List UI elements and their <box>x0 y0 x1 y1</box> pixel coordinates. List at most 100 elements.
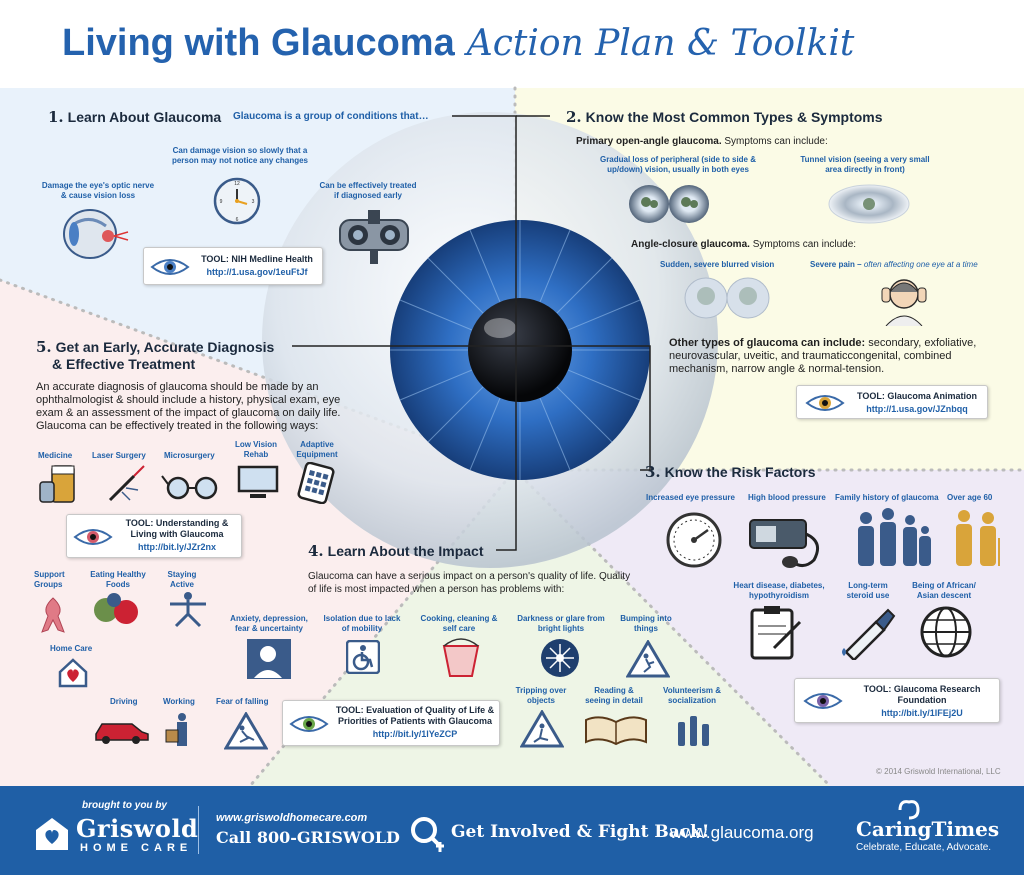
tool-link[interactable]: http://bit.ly/JZr2nx <box>137 542 216 552</box>
section-5-title-line2: & Effective Treatment <box>52 356 196 372</box>
label-bumping: Bumping into things <box>620 614 672 633</box>
label-blurred-vision: Sudden, severe blurred vision <box>660 260 775 269</box>
eye-icon <box>150 259 190 275</box>
tool-card-understanding[interactable]: TOOL: Understanding & Living with Glauco… <box>66 514 242 558</box>
caringtimes-brand: CaringTimes <box>856 817 1000 841</box>
label-support-groups: Support Groups <box>34 570 65 589</box>
clipboard-icon <box>750 606 802 660</box>
tool-card-research-foundation[interactable]: TOOL: Glaucoma Research Foundation http:… <box>794 678 1000 723</box>
awareness-ribbon-icon <box>41 597 65 633</box>
griswold-web-link[interactable]: www.griswoldhomecare.com <box>216 812 368 824</box>
blood-pressure-cuff-icon <box>749 519 820 568</box>
glaucoma-org-link[interactable]: www.glaucoma.org <box>670 823 814 842</box>
tool-title: TOOL: Evaluation of Quality of Life & Pr… <box>335 705 495 726</box>
footer-divider <box>198 806 199 854</box>
tool-link[interactable]: http://bit.ly/1lFEj2U <box>881 708 963 718</box>
tool-card-nih[interactable]: TOOL: NIH Medline Health http://1.usa.go… <box>143 247 323 285</box>
griswold-phone[interactable]: Call 800-GRISWOLD <box>216 828 400 847</box>
label-medicine: Medicine <box>38 451 73 460</box>
tool-link[interactable]: http://1.usa.gov/JZnbqq <box>866 404 968 414</box>
label-steroid-use: Long-term steroid use <box>846 581 890 600</box>
connector-lines <box>292 115 651 551</box>
yoga-person-icon <box>170 592 206 628</box>
svg-text:9: 9 <box>220 199 223 205</box>
label-isolation: Isolation due to lack of mobility <box>323 614 401 633</box>
worker-icon <box>165 713 187 746</box>
eye-icon <box>805 395 845 411</box>
impact-intro: Glaucoma can have a serious impact on a … <box>308 571 631 595</box>
label-eating-healthy: Eating Healthy Foods <box>90 570 146 589</box>
label-cooking: Cooking, cleaning & self care <box>420 614 498 633</box>
label-driving: Driving <box>110 697 138 706</box>
adaptive-keypad-icon <box>297 462 335 504</box>
computer-monitor-icon <box>237 465 279 498</box>
caringtimes-tagline: Celebrate, Educate, Advocate. <box>856 842 992 853</box>
eye-icon <box>73 529 113 545</box>
home-heart-icon <box>58 658 88 688</box>
label-darkness: Darkness or glare from bright lights <box>517 614 605 633</box>
label-staying-active: Staying Active <box>167 570 197 589</box>
label-tunnel-vision: Tunnel vision (seeing a very small area … <box>800 155 930 174</box>
griswold-subbrand: HOME CARE <box>80 842 193 854</box>
anxiety-icon <box>247 639 291 679</box>
label-microsurgery: Microsurgery <box>164 451 215 460</box>
older-adults-icon <box>956 510 1000 566</box>
griswold-logo-icon <box>36 818 68 850</box>
label-optic-nerve-damage: Damage the eye's optic nerve & cause vis… <box>41 181 155 200</box>
section-3-title: 3.Know the Risk Factors <box>645 463 816 481</box>
open-book-icon <box>585 716 647 746</box>
label-blood-pressure: High blood pressure <box>748 493 826 502</box>
tool-title: TOOL: Glaucoma Research Foundation <box>863 684 981 705</box>
eye-cross-section-icon <box>63 209 129 259</box>
svg-text:3: 3 <box>252 199 255 205</box>
section-1-tagline: Glaucoma is a group of conditions that… <box>233 111 429 122</box>
label-slow-damage: Can damage vision so slowly that a perso… <box>171 146 309 165</box>
blurred-vision-image <box>684 277 770 319</box>
label-volunteer: Volunteerism & socialization <box>662 686 722 705</box>
surgical-glasses-icon <box>161 475 218 500</box>
label-over-60: Over age 60 <box>947 493 993 502</box>
eye-icon <box>289 716 329 732</box>
search-plus-icon <box>411 817 444 852</box>
laser-surgery-icon <box>108 465 145 502</box>
tool-card-quality-of-life[interactable]: TOOL: Evaluation of Quality of Life & Pr… <box>282 700 500 746</box>
healthy-food-icon <box>94 593 138 624</box>
tool-title: TOOL: Glaucoma Animation <box>856 391 977 401</box>
call-to-action: Get Involved & Fight Back! <box>451 822 710 842</box>
tool-title: TOOL: NIH Medline Health <box>201 254 313 264</box>
car-icon <box>95 723 149 744</box>
label-severe-pain: Severe pain – often affecting one eye at… <box>810 260 978 269</box>
label-low-vision-rehab: Low Vision Rehab <box>234 440 278 459</box>
person-in-pain-icon <box>881 279 927 326</box>
label-tripping: Tripping over objects <box>515 686 567 705</box>
eye-icon <box>803 693 843 709</box>
tool-card-animation[interactable]: TOOL: Glaucoma Animation http://1.usa.go… <box>796 385 988 419</box>
warning-bump-icon <box>626 640 670 678</box>
warning-trip-icon <box>520 710 564 748</box>
medicine-icon <box>39 465 75 503</box>
label-laser-surgery: Laser Surgery <box>92 451 146 460</box>
phoropter-icon <box>339 210 409 264</box>
tool-link[interactable]: http://bit.ly/1lYeZCP <box>372 729 458 739</box>
svg-text:12: 12 <box>234 181 240 187</box>
label-working: Working <box>163 697 195 706</box>
copyright: © 2014 Griswold International, LLC <box>876 767 1001 776</box>
other-types-text: Other types of glaucoma can include: sec… <box>669 337 977 375</box>
pressure-gauge-icon <box>666 512 722 568</box>
section-2-title: 2.Know the Most Common Types & Symptoms <box>566 108 883 126</box>
diagnosis-body: An accurate diagnosis of glaucoma should… <box>36 381 341 432</box>
label-fear-falling: Fear of falling <box>216 697 269 706</box>
wheelchair-icon <box>346 640 380 674</box>
label-eye-pressure: Increased eye pressure <box>646 493 735 502</box>
raised-hands-icon <box>678 716 709 746</box>
griswold-brand: Griswold <box>76 814 199 843</box>
svg-text:6: 6 <box>236 217 239 223</box>
footer-banner: brought to you by Griswold HOME CARE www… <box>0 786 1024 875</box>
label-peripheral-loss: Gradual loss of peripheral (side to side… <box>599 155 757 174</box>
label-african-asian: Being of African/ Asian descent <box>912 581 976 600</box>
label-reading: Reading & seeing in detail <box>585 686 643 705</box>
tool-link[interactable]: http://1.usa.gov/1euFtJf <box>206 267 308 277</box>
label-anxiety: Anxiety, depression, fear & uncertainty <box>230 614 308 633</box>
clock-icon: 12 3 6 9 <box>213 177 261 225</box>
